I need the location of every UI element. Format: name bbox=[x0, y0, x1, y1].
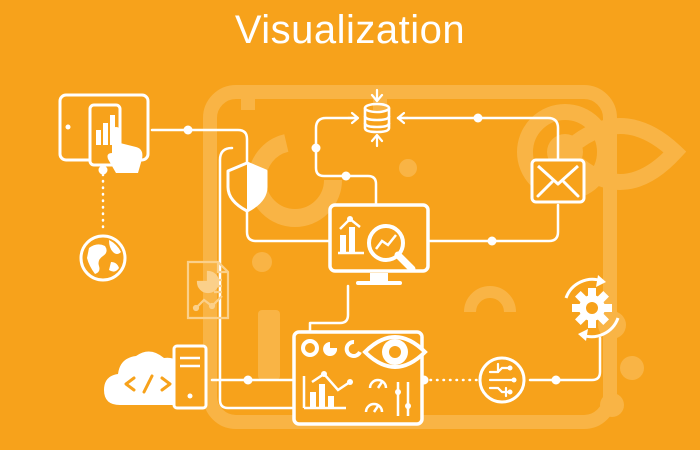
background-watermark-fills bbox=[252, 134, 644, 417]
junction-dots bbox=[98, 113, 561, 385]
eye-icon bbox=[362, 335, 428, 369]
cloud-code-icon bbox=[104, 351, 193, 405]
page-title: Visualization bbox=[234, 8, 466, 52]
server-tower-icon bbox=[172, 344, 208, 410]
database-arrows bbox=[346, 88, 410, 148]
tablet-chart-icon bbox=[58, 93, 150, 173]
dotted-connectors bbox=[101, 166, 480, 382]
dashboard-panel-icon bbox=[292, 330, 424, 426]
database-icon bbox=[363, 102, 391, 134]
shield-icon bbox=[226, 161, 268, 213]
envelope-icon bbox=[530, 158, 586, 204]
monitor-analytics-icon bbox=[328, 203, 430, 285]
circuit-chip-icon bbox=[478, 356, 526, 404]
document-chart-icon bbox=[186, 260, 230, 320]
globe-icon bbox=[79, 234, 127, 282]
